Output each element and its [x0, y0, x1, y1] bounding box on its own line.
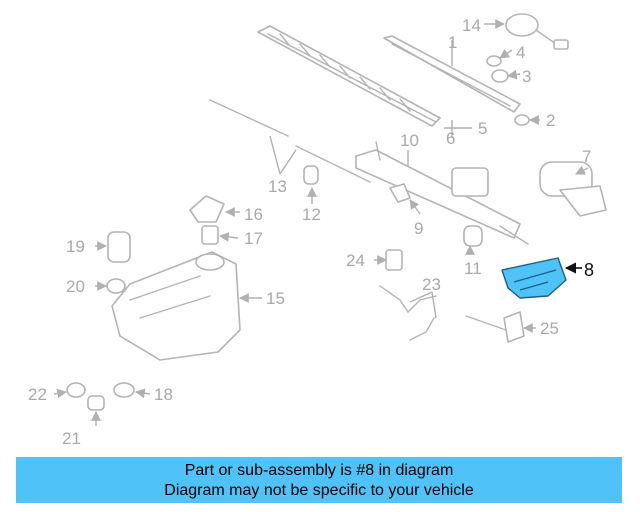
filler-neck-part-17[interactable] [201, 225, 219, 245]
callout-7: 7 [582, 147, 591, 166]
callout-20: 20 [66, 277, 85, 296]
grommet-part-12[interactable] [303, 165, 319, 185]
callout-14: 14 [462, 16, 481, 35]
callout-24: 24 [346, 251, 365, 270]
nut-part-4[interactable] [486, 55, 502, 67]
wiper-motor-part[interactable] [539, 161, 607, 217]
cap-part-14[interactable] [505, 13, 569, 50]
callout-13: 13 [268, 177, 287, 196]
parts-diagram: 14 1 4 3 2 5 6 10 7 13 12 9 16 17 19 24 … [28, 13, 607, 448]
callout-25: 25 [540, 319, 559, 338]
callout-3: 3 [522, 67, 531, 86]
wiper-linkage-part[interactable] [355, 141, 529, 245]
washer-part-3[interactable] [491, 69, 509, 83]
callout-12: 12 [302, 205, 321, 224]
callout-19: 19 [66, 237, 85, 256]
callout-1: 1 [448, 33, 457, 52]
washer-pump-part-19[interactable] [107, 231, 131, 263]
callout-2: 2 [546, 111, 555, 130]
callout-23: 23 [422, 275, 441, 294]
nozzle-part-21[interactable] [87, 395, 105, 411]
nut-part-2[interactable] [514, 114, 530, 126]
clip-part-9[interactable] [389, 183, 411, 203]
callout-8-highlighted: 8 [584, 260, 594, 280]
callout-4: 4 [516, 43, 525, 62]
callout-5: 5 [478, 119, 487, 138]
wiper-arm-part[interactable] [383, 35, 521, 113]
callout-17: 17 [244, 229, 263, 248]
callout-9: 9 [414, 219, 423, 238]
filler-cap-part-16[interactable] [189, 195, 225, 223]
connector-part-24[interactable] [385, 249, 403, 271]
caption-banner: Part or sub-assembly is #8 in diagram Di… [16, 457, 622, 503]
callout-21: 21 [62, 429, 81, 448]
caption-line-2: Diagram may not be specific to your vehi… [164, 482, 474, 499]
callout-16: 16 [244, 205, 263, 224]
bushing-part-11[interactable] [463, 225, 483, 247]
callout-6: 6 [446, 129, 455, 148]
wiper-blade-part[interactable] [257, 25, 441, 127]
callout-22: 22 [28, 385, 47, 404]
grommet-part-18[interactable] [113, 382, 135, 398]
callout-18: 18 [154, 385, 173, 404]
callout-10: 10 [400, 131, 419, 150]
callout-11: 11 [464, 259, 482, 278]
grommet-part-20[interactable] [106, 278, 126, 294]
caption-line-1: Part or sub-assembly is #8 in diagram [184, 462, 454, 479]
nozzle-part-22[interactable] [66, 382, 86, 398]
wiper-insert-part[interactable] [209, 99, 371, 183]
connector-part-25[interactable] [503, 311, 525, 343]
hose-part-23[interactable] [379, 285, 437, 341]
highlighted-part-8[interactable] [501, 257, 567, 299]
callout-15: 15 [266, 289, 285, 308]
washer-reservoir-part[interactable] [111, 251, 241, 361]
